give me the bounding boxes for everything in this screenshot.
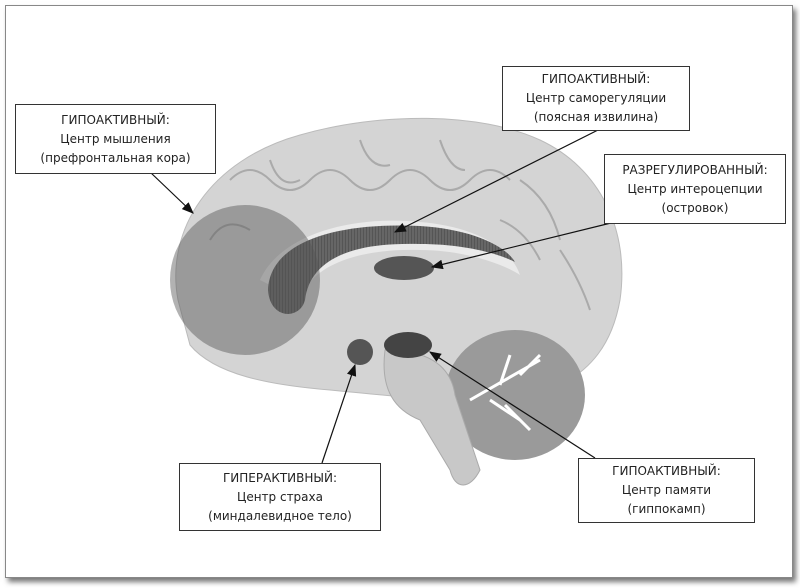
arrow-insula [430, 221, 616, 270]
cingulate-gyrus [268, 225, 515, 314]
state: ГИПОАКТИВНЫЙ: [61, 112, 170, 127]
region: (островок) [661, 200, 729, 215]
state: ГИПОАКТИВНЫЙ: [612, 464, 721, 478]
arrows [149, 128, 616, 464]
region: (гиппокамп) [627, 502, 706, 516]
cerebellum-arbor [469, 353, 542, 432]
label-amygdala: ГИПЕРАКТИВНЫЙ: Центр страха (миндалевидное… [179, 463, 381, 531]
amygdala [347, 339, 373, 365]
arrow-amygdala [321, 363, 357, 464]
arrow-hippocampus [428, 351, 596, 459]
label-cingulate: ГИПОАКТИВНЫЙ: Центр саморегуляции (поясная… [502, 66, 690, 131]
center: Центр памяти [621, 483, 712, 497]
center: Центр интероцепции [627, 181, 763, 196]
prefrontal-cortex-highlight [170, 205, 320, 355]
label-prefrontal: ГИПОАКТИВНЫЙ: Центр мышления (префронтальн… [15, 104, 216, 174]
region: (поясная извилина) [533, 110, 659, 124]
cerebellum [445, 330, 585, 460]
hippocampus [384, 332, 432, 358]
center: Центр мышления [60, 131, 171, 146]
state: ГИПОАКТИВНЫЙ: [541, 72, 651, 86]
center: Центр страха [237, 489, 323, 504]
insula [374, 256, 434, 280]
center: Центр саморегуляции [525, 91, 667, 105]
region: (миндалевидное тело) [208, 508, 352, 523]
region: (префронтальная кора) [40, 150, 191, 165]
arrow-prefrontal [149, 171, 194, 214]
state: РАЗРЕГУЛИРОВАННЫЙ: [622, 162, 768, 177]
arrow-cingulate [393, 128, 601, 233]
label-hippocampus: ГИПОАКТИВНЫЙ: Центр памяти (гиппокамп) [578, 458, 755, 523]
brainstem [383, 349, 481, 486]
state: ГИПЕРАКТИВНЫЙ: [222, 470, 338, 485]
label-insula: РАЗРЕГУЛИРОВАННЫЙ: Центр интероцепции (ост… [604, 154, 786, 224]
